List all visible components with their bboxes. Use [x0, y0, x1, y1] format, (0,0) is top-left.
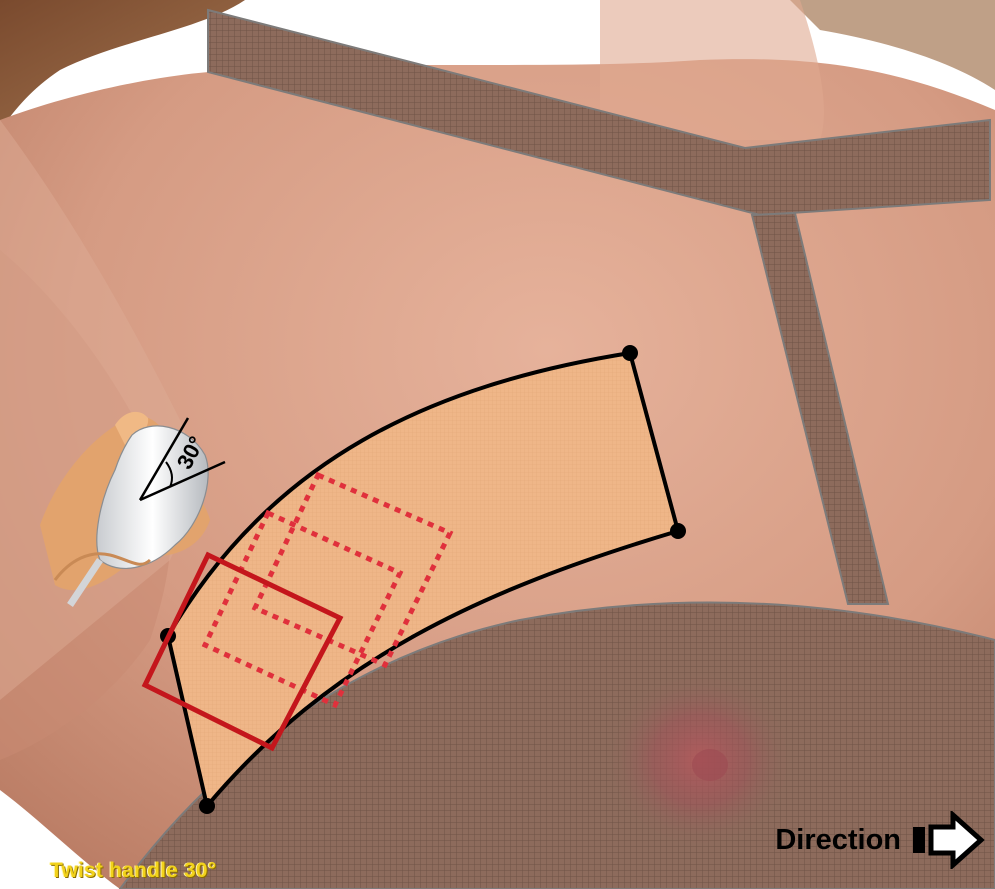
twist-handle-caption: Twist handle 30° [50, 859, 216, 883]
zone-corner-right [670, 523, 686, 539]
direction-label: Direction [775, 824, 901, 857]
nipple [692, 749, 728, 781]
zone-corner-bottom [199, 798, 215, 814]
direction-indicator: Direction [775, 811, 985, 869]
right-arrow-icon [911, 811, 985, 869]
zone-corner-top [622, 345, 638, 361]
